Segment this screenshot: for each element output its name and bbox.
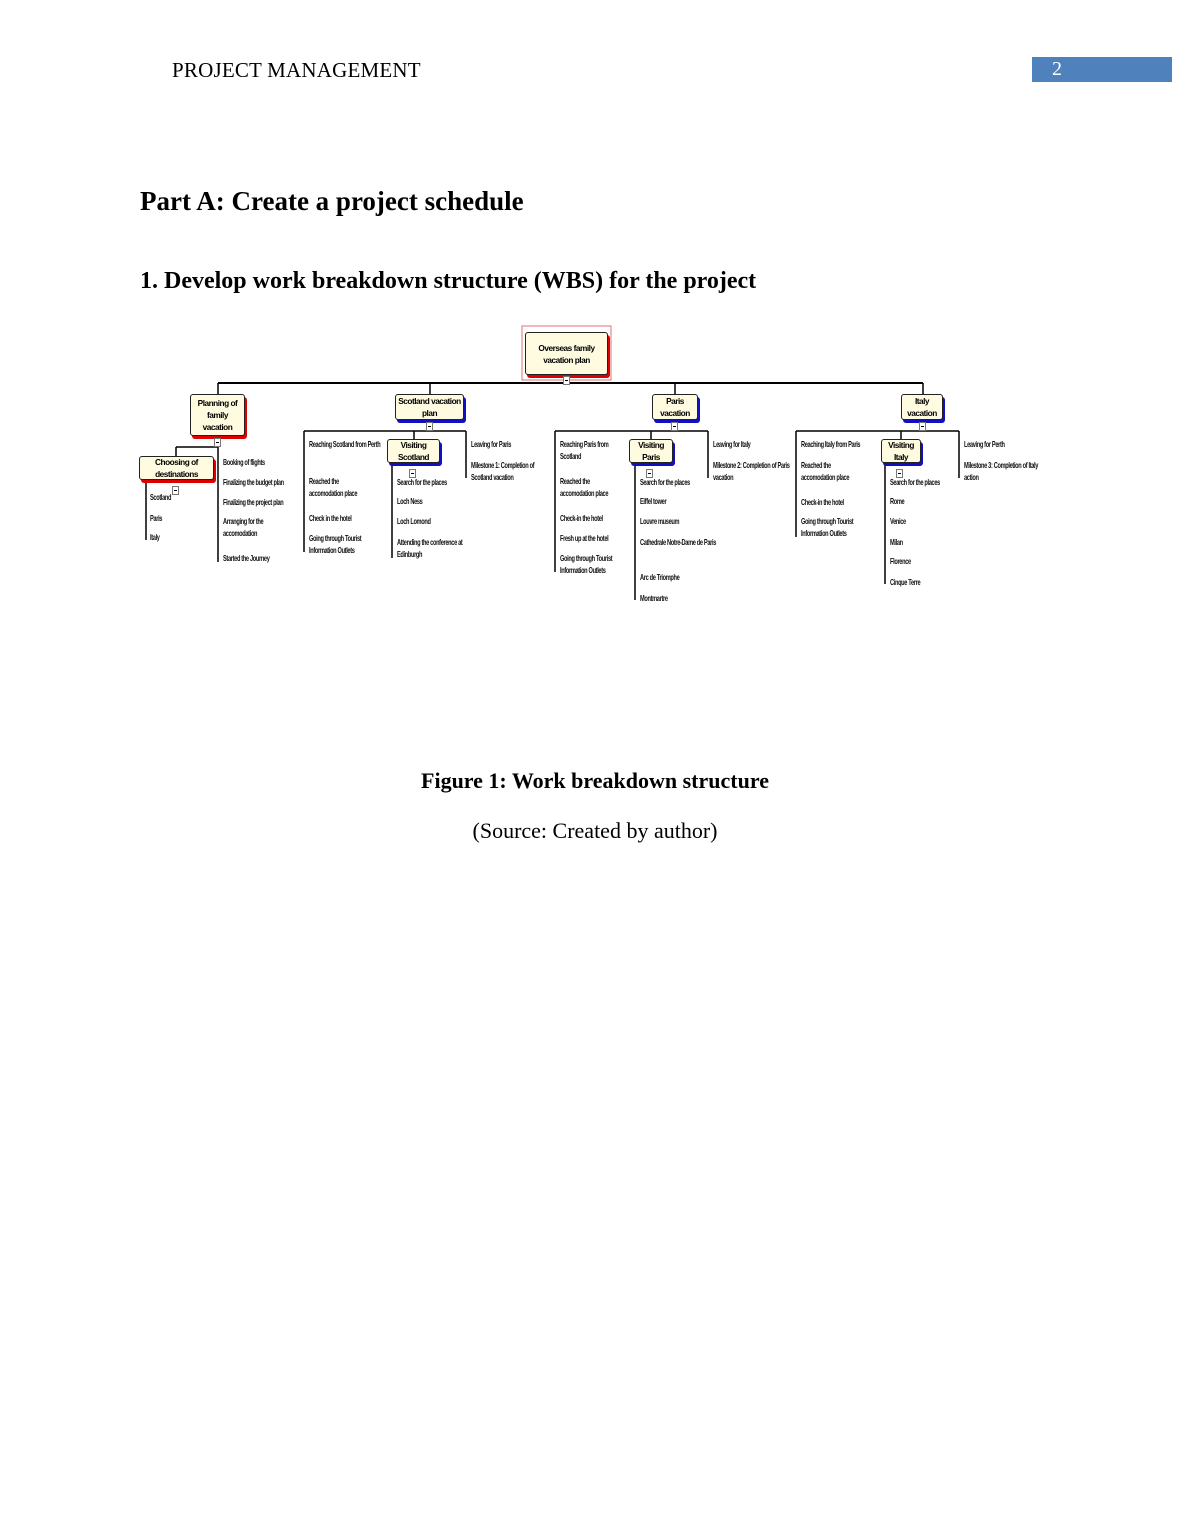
collapse-toggle-icon[interactable] — [563, 376, 570, 385]
wbs-task-item: Attending the conference at Edinburgh — [397, 537, 463, 559]
figure-source: (Source: Created by author) — [472, 818, 718, 843]
section-heading: 1. Develop work breakdown structure (WBS… — [140, 268, 757, 294]
wbs-task-item: Cinque Terre — [890, 577, 921, 587]
wbs-task-item: Search for the places — [640, 477, 690, 487]
wbs-task-item: Loch Ness — [397, 496, 423, 506]
wbs-task-item: Reached the accomodation place — [309, 476, 358, 498]
wbs-task-item: Milestone 2: Completion of Paris vacatio… — [713, 460, 790, 482]
collapse-toggle-icon[interactable] — [214, 438, 221, 447]
wbs-node-box: Paris vacation — [652, 394, 698, 420]
wbs-task-item: Going through Tourist Information Outlet… — [560, 553, 613, 575]
wbs-task-item: Paris — [150, 513, 163, 523]
wbs-task-item: Reached the accomodation place — [801, 460, 850, 482]
wbs-task-item: Milestone 3: Completion of Italy action — [964, 460, 1039, 482]
wbs-task-item: Reaching Scotland from Perth — [309, 439, 381, 449]
collapse-toggle-icon[interactable] — [671, 422, 678, 431]
figure-caption: Figure 1: Work breakdown structure — [421, 768, 769, 793]
wbs-task-item: Louvre museum — [640, 516, 680, 526]
wbs-connectors — [145, 325, 960, 600]
wbs-task-item: Search for the places — [890, 477, 940, 487]
wbs-node-box: Choosing of destinations — [139, 456, 214, 480]
collapse-toggle-icon[interactable] — [426, 422, 433, 431]
wbs-task-item: Going through Tourist Information Outlet… — [309, 533, 362, 555]
wbs-task-item: Booking of flights — [223, 457, 265, 467]
wbs-task-item: Fresh up at the hotel — [560, 533, 609, 543]
wbs-task-item: Italy — [150, 532, 160, 542]
wbs-task-item: Milestone 1: Completion of Scotland vaca… — [471, 460, 535, 482]
wbs-task-item: Finalizing the project plan — [223, 497, 284, 507]
wbs-task-item: Going through Tourist Information Outlet… — [801, 516, 854, 538]
wbs-node-box: Scotland vacation plan — [395, 394, 464, 420]
part-heading: Part A: Create a project schedule — [140, 186, 524, 216]
wbs-node-box: Visiting Paris — [629, 439, 673, 463]
wbs-task-item: Check in the hotel — [309, 513, 352, 523]
collapse-toggle-icon[interactable] — [172, 486, 179, 495]
collapse-toggle-icon[interactable] — [896, 469, 903, 478]
wbs-node-box: Visiting Italy — [881, 439, 921, 463]
wbs-task-item: Eiffel tower — [640, 496, 667, 506]
collapse-toggle-icon[interactable] — [646, 469, 653, 478]
wbs-task-item: Check-in the hotel — [801, 497, 844, 507]
collapse-toggle-icon[interactable] — [409, 469, 416, 478]
wbs-task-item: Loch Lomond — [397, 516, 431, 526]
wbs-task-item: Reaching Paris from Scotland — [560, 439, 609, 461]
wbs-task-item: Montmartre — [640, 593, 668, 603]
wbs-task-item: Started the Journey — [223, 553, 270, 563]
wbs-task-item: Finalizing the budget plan — [223, 477, 284, 487]
wbs-task-item: Arranging for the accomodation — [223, 516, 264, 538]
wbs-task-item: Rome — [890, 496, 905, 506]
wbs-task-item: Reaching Italy from Paris — [801, 439, 861, 449]
wbs-task-item: Leaving for Perth — [964, 439, 1005, 449]
wbs-task-item: Leaving for Italy — [713, 439, 751, 449]
wbs-task-item: Check-in the hotel — [560, 513, 603, 523]
wbs-node-box: Italy vacation — [901, 394, 943, 420]
wbs-node-box: Planning of family vacation — [190, 394, 245, 436]
page-number: 2 — [1052, 58, 1062, 80]
wbs-task-item: Cathedrale Notre-Dame de Paris — [640, 537, 717, 547]
running-header: PROJECT MANAGEMENT — [172, 58, 421, 82]
wbs-task-item: Venice — [890, 516, 906, 526]
collapse-toggle-icon[interactable] — [919, 422, 926, 431]
wbs-node-box: Overseas family vacation plan — [525, 332, 608, 375]
wbs-task-item: Arc de Triomphe — [640, 572, 680, 582]
wbs-task-item: Scotland — [150, 492, 172, 502]
wbs-task-item: Florence — [890, 556, 911, 566]
wbs-task-item: Reached the accomodation place — [560, 476, 609, 498]
wbs-task-item: Milan — [890, 537, 903, 547]
wbs-node-box: Visiting Scotland — [387, 439, 440, 463]
wbs-task-item: Leaving for Paris — [471, 439, 512, 449]
wbs-task-item: Search for the places — [397, 477, 447, 487]
page-number-box: 2 — [1032, 57, 1172, 82]
